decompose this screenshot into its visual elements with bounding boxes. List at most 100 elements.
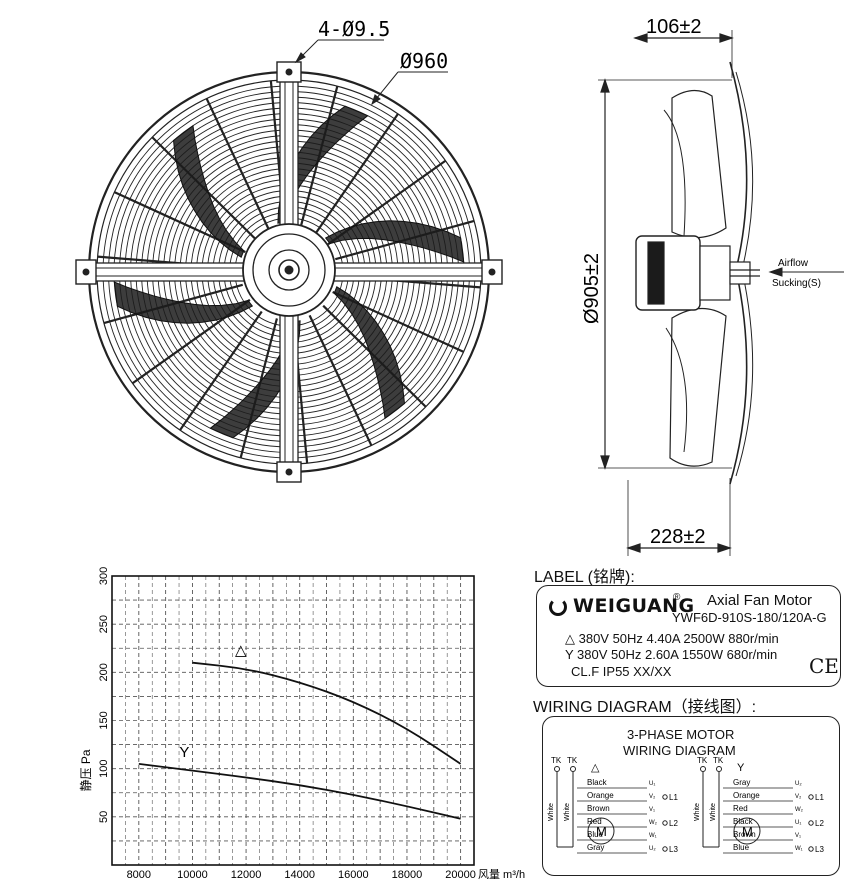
x-tick-label: 14000 [284,869,315,880]
spec-delta: △ 380V 50Hz 4.40A 2500W 880r/min [565,631,779,646]
line-terminal-label: L2 [815,819,824,828]
side-blade-bottom [669,307,727,467]
fan-blade [324,220,465,263]
side-motor [635,235,701,311]
connection-symbol: △ [591,762,600,774]
y-tick-label: 250 [98,615,110,633]
wire-color-label: Blue [733,843,750,852]
motor-symbol [587,817,615,845]
line-terminal-label: L2 [669,819,678,828]
fan-blade [172,124,245,258]
white-label: White [548,803,555,821]
line-terminal [662,794,668,800]
side-view [598,30,760,556]
spec-y: Y 380V 50Hz 2.60A 1550W 680r/min [565,647,778,662]
y-tick-label: 200 [98,663,110,681]
tk-terminal [554,766,560,772]
wiring-box-title-1: 3-PHASE MOTOR [627,727,735,742]
x-tick-label: 18000 [392,869,423,880]
wire-color-label: Black [587,778,608,787]
performance-chart: 8000 10000 12000 14000 16000 18000 20000 50 100 1… [79,567,525,880]
motor-label: M [742,824,753,839]
series-label: △ [235,642,247,659]
y-tick-label: 300 [98,567,110,585]
front-fan-guard [75,61,503,483]
x-tick-label: 16000 [338,869,369,880]
tk-label: TK [551,756,562,765]
series-label: Y [179,744,189,761]
brand-logo-icon [549,598,567,616]
wire-color-label: Orange [733,791,760,800]
x-axis-label: 风量 m³/h [478,868,525,880]
wire-color-label: Black [733,817,754,826]
white-label: White [710,803,717,821]
x-tick-label: 12000 [231,869,262,880]
y-tick-label: 150 [98,711,110,729]
spec-class: CL.F IP55 XX/XX [571,664,672,679]
line-terminal-label: L1 [815,793,824,802]
model-number: YWF6D-910S-180/120A-G [672,610,827,625]
tk-terminal [700,766,706,772]
motor-label: M [596,824,607,839]
tk-label: TK [697,756,708,765]
series-line-1 [192,661,462,765]
x-tick-label: 8000 [127,869,151,880]
airflow-label: Airflow [778,258,809,269]
tk-label: TK [713,756,724,765]
wire-terminal-label: W₁ [795,846,803,852]
side-blade-top [671,89,727,239]
wire-terminal-label: V₂ [795,794,802,800]
dim-bottom: 228±2 [650,526,705,548]
wire-color-label: Gray [733,778,750,787]
y-axis-label: 静压 Pa [79,749,93,791]
line-terminal [808,846,814,852]
x-tick-label: 10000 [177,869,208,880]
line-terminal [662,820,668,826]
fan-blade [113,281,254,324]
wiring-title: WIRING DIAGRAM（接线图）: [533,699,757,716]
tk-terminal [716,766,722,772]
y-tick-label: 50 [98,811,110,823]
white-label: White [694,803,701,821]
line-terminal-label: L3 [669,845,678,854]
wire-terminal-label: W₁ [649,833,657,839]
series-line-2 [138,762,461,820]
brand-name: WEIGUANG [573,595,695,617]
chart-frame [111,575,475,866]
y-tick-label: 100 [98,759,110,777]
dim-height: Ø905±2 [581,253,603,324]
label-plate: WEIGUANG ® Axial Fan Motor YWF6D-910S-18… [536,585,841,687]
wire-color-label: Red [587,817,602,826]
dim-top: 106±2 [646,16,701,38]
line-terminal [662,846,668,852]
fan-blade [333,286,406,420]
guard-rib [315,113,399,234]
wire-terminal-label: U₂ [795,781,802,787]
dim-holes: 4-Ø9.5 [318,17,390,41]
guard-rib [205,98,270,230]
tk-terminal [570,766,576,772]
wire-terminal-label: V₂ [649,794,656,800]
brand-registered: ® [673,592,681,603]
connection-symbol: Y [737,762,745,774]
guard-rib [308,314,373,446]
wire-color-label: Blue [587,830,604,839]
wire-color-label: Orange [587,791,614,800]
wire-terminal-label: U₂ [649,846,656,852]
wire-terminal-label: U₁ [795,820,801,826]
x-tick-label: 20000 [445,869,476,880]
guard-rib [179,310,263,431]
wire-terminal-label: U₁ [649,781,655,787]
line-terminal [808,820,814,826]
wire-color-label: Red [733,804,748,813]
tk-label: TK [567,756,578,765]
wire-color-label: Gray [587,843,604,852]
wire-color-label: Brown [587,804,610,813]
motor-symbol [733,817,761,845]
wire-color-label: Brown [733,830,756,839]
line-terminal-label: L1 [669,793,678,802]
ce-mark: CE [809,654,839,678]
